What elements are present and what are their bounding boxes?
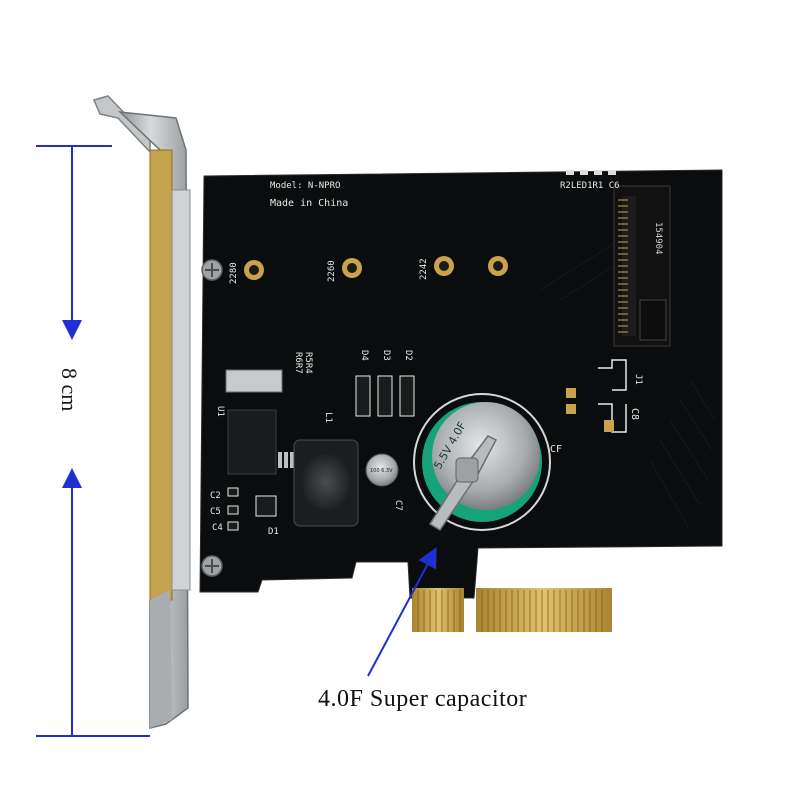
ref-c4: C4 (212, 523, 223, 533)
smd-top-right (566, 170, 616, 175)
ref-d2: D2 (403, 350, 413, 361)
pcb-origin-text: Made in China (270, 198, 348, 209)
ref-c2: C2 (210, 491, 221, 501)
ref-l1: L1 (323, 412, 333, 423)
ref-c7: C7 (393, 500, 403, 511)
bracket-screw-bottom (201, 555, 223, 577)
caption-arrow (367, 547, 437, 677)
ref-r-left2: R5R4 (303, 352, 313, 374)
smd-caps-left: C2 C5 C4 D1 (210, 487, 279, 537)
ref-c8: C8 (629, 408, 640, 420)
diode-group: D4 D3 D2 (355, 350, 415, 417)
ref-cf: CF (550, 444, 562, 455)
ref-d1: D1 (268, 527, 279, 537)
mount-label-2280: 2280 (229, 262, 239, 284)
pcb-model-text: Model: N-NPRO (270, 181, 340, 191)
mount-hole-2242: 2242 (419, 256, 454, 280)
small-cap-marking: 100 6.3V (370, 468, 393, 474)
mount-hole-2260: 2260 (327, 258, 362, 282)
connector-code: 154904 (653, 222, 663, 255)
ref-j1: J1 (633, 374, 643, 385)
ref-d3: D3 (381, 350, 391, 361)
inductor-l1: L1 (293, 412, 359, 527)
pci-bracket (92, 95, 191, 729)
jumper-j1: J1 C8 (566, 359, 643, 433)
ref-d4: D4 (359, 350, 369, 361)
mount-label-2260: 2260 (327, 260, 337, 282)
ref-top-right: R2LED1R1 C6 (560, 181, 620, 191)
mount-hole-2280: 2280 (229, 260, 264, 284)
ref-c5: C5 (210, 507, 221, 517)
gold-fingers (412, 588, 612, 632)
mount-label-2242: 2242 (419, 258, 429, 280)
ref-u1: U1 (215, 406, 225, 417)
super-capacitor: 5.5V 4.0F CF (413, 393, 562, 532)
capacitor-caption: 4.0F Super capacitor (318, 686, 528, 712)
height-dimension: 8 cm (36, 145, 150, 737)
mount-hole-extra (488, 256, 508, 276)
height-label: 8 cm (57, 368, 82, 411)
regulator-u1: U1 (215, 369, 294, 475)
electrolytic-capacitor: 100 6.3V C7 (365, 453, 403, 511)
ref-r-left: R6R7 (293, 352, 303, 374)
bracket-screw-top (201, 259, 223, 281)
m2-connector: 154904 (613, 185, 671, 347)
